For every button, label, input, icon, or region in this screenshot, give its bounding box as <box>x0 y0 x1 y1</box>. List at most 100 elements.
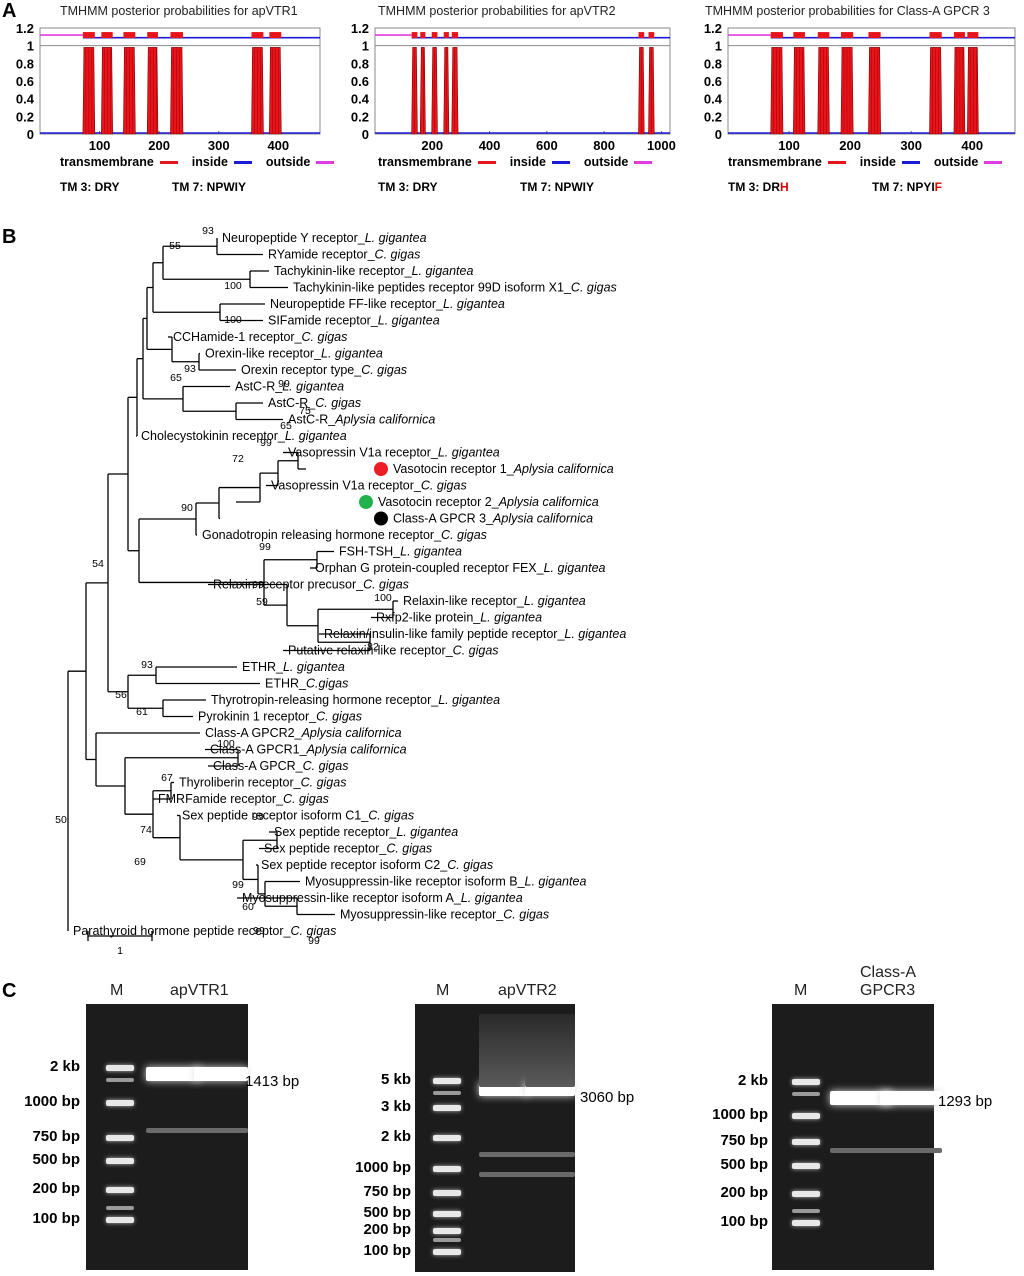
tree-tip-label: Pyrokinin 1 receptor_C. gigas <box>198 710 362 724</box>
tm-helix-bar <box>443 32 449 39</box>
ladder-size-label: 100 bp <box>32 1210 80 1227</box>
y-tick-label: 1 <box>27 39 34 54</box>
legend-inside-label: inside <box>859 155 896 169</box>
gel-image-apvtr2 <box>415 1004 575 1272</box>
faint-band <box>525 1152 575 1157</box>
legend-inside-label: inside <box>509 155 546 169</box>
gel2-sample-label: apVTR2 <box>498 982 557 999</box>
bootstrap-value: 93 <box>202 225 214 237</box>
bootstrap-value: 93 <box>141 659 153 671</box>
motif-tm7-gpcr3: TM 7: NPYIF <box>872 180 942 194</box>
tree-tip-label: Sex peptide receptor isoform C2_C. gigas <box>261 858 493 872</box>
x-tick-label: 400 <box>961 138 983 153</box>
ladder-size-label: 2 kb <box>49 1058 80 1075</box>
x-tick-label: 200 <box>148 138 170 153</box>
panel-label-a: A <box>2 0 17 22</box>
ladder-band <box>433 1105 461 1111</box>
tree-tip-label: Myosuppressin-like receptor_C. gigas <box>340 908 549 922</box>
ladder-band-faint <box>433 1238 461 1242</box>
motif-tm3-apvtr1: TM 3: DRY <box>60 180 120 194</box>
panel-label-c: C <box>2 980 17 1002</box>
tree-tip-label: Relaxin receptor precusor_C. gigas <box>213 578 409 592</box>
ladder-size-label: 2 kb <box>737 1072 768 1089</box>
taxon-name: Relaxin receptor precusor_C. gigas <box>213 578 409 592</box>
ladder-band <box>433 1249 461 1255</box>
ladder-size-label: 750 bp <box>720 1132 768 1149</box>
taxon-name: Class-A GPCR2_Aplysia californica <box>205 726 402 740</box>
ladder-size-label: 100 bp <box>363 1242 411 1259</box>
taxon-name: Neuropeptide Y receptor_L. gigantea <box>222 231 427 245</box>
legend-transmembrane-swatch <box>477 161 496 165</box>
taxon-name: Thyroliberin receptor_C. gigas <box>179 776 346 790</box>
x-tick-label: 200 <box>839 138 861 153</box>
tree-tip-label: Class-A GPCR2_Aplysia californica <box>205 726 402 740</box>
taxon-name: FMRFamide receptor_C. gigas <box>158 792 329 806</box>
ladder-size-label: 1000 bp <box>24 1093 80 1110</box>
gel1-product-size: 1413 bp <box>245 1073 300 1090</box>
taxon-name: Class-A GPCR_C. gigas <box>213 759 348 773</box>
legend-inside-label: inside <box>191 155 228 169</box>
ladder-band <box>792 1113 820 1119</box>
faint-band <box>880 1148 942 1153</box>
taxon-name: Rxfp2-like protein_L. gigantea <box>376 611 542 625</box>
gel3-product-size: 1293 bp <box>938 1093 993 1110</box>
ladder-band <box>433 1190 461 1196</box>
tree-tip-label: Tachykinin-like receptor_L. gigantea <box>274 264 473 278</box>
y-tick-label: 0 <box>362 127 369 142</box>
tree-tip-label: Vasopressin V1a receptor_C. gigas <box>271 479 467 493</box>
taxon-name: Tachykinin-like peptides receptor 99D is… <box>293 281 617 295</box>
taxon-name: AstC-R_C. gigas <box>268 396 361 410</box>
tree-tip-label: Orphan G protein-coupled receptor FEX_L.… <box>315 561 606 575</box>
bootstrap-value: 54 <box>92 558 104 570</box>
taxon-name: Sex peptide receptor_L. gigantea <box>274 825 458 839</box>
taxon-name: Sex peptide receptor isoform C2_C. gigas <box>261 858 493 872</box>
faint-band <box>830 1148 892 1153</box>
bootstrap-value: 67 <box>161 772 173 784</box>
gel2-product-size: 3060 bp <box>580 1089 635 1106</box>
faint-band <box>194 1128 248 1133</box>
ladder-size-label: 1000 bp <box>712 1106 768 1123</box>
tree-tip-label: AstC-R_C. gigas <box>268 396 361 410</box>
bootstrap-value: 99 <box>308 935 320 947</box>
tm-helix-bar <box>269 32 282 39</box>
tree-tip-label: Cholecystokinin receptor_L. gigantea <box>141 429 347 443</box>
bootstrap-value: 93 <box>184 363 196 375</box>
phylogenetic-tree: Neuropeptide Y receptor_L. giganteaRYami… <box>55 225 626 957</box>
bootstrap-value: 74 <box>140 824 152 836</box>
y-tick-label: 0.6 <box>704 74 722 89</box>
x-tick-label: 600 <box>536 138 558 153</box>
bootstrap-value: 59 <box>256 596 268 608</box>
tm-helix-area <box>170 47 184 135</box>
tree-tip-label: Relaxin-like receptor_L. gigantea <box>403 594 586 608</box>
bootstrap-value: 99 <box>259 541 271 553</box>
pcr-product-band <box>146 1067 200 1081</box>
tree-tip-label: AstC-R_L. gigantea <box>235 380 344 394</box>
tm-helix-bar <box>840 32 854 39</box>
taxon-name: RYamide receptor_C. gigas <box>268 248 420 262</box>
tree-tip-label: ETHR_L. gigantea <box>242 660 345 674</box>
x-tick-label: 400 <box>479 138 501 153</box>
legend-inside-swatch <box>901 161 920 165</box>
tm-helix-area <box>419 47 426 135</box>
pcr-product-band <box>880 1091 942 1105</box>
legend-outside-label: outside <box>265 155 311 169</box>
ladder-band <box>792 1139 820 1145</box>
tmhmm-title-gpcr3: TMHMM posterior probabilities for Class-… <box>705 4 990 18</box>
y-tick-label: 1.2 <box>16 21 34 36</box>
taxon-name: Orexin-like receptor_L. gigantea <box>205 347 383 361</box>
y-tick-label: 1.2 <box>704 21 722 36</box>
tree-tip-label: RYamide receptor_C. gigas <box>268 248 420 262</box>
taxon-name: Orphan G protein-coupled receptor FEX_L.… <box>315 561 606 575</box>
gel3-sample-line2: GPCR3 <box>860 982 916 999</box>
bootstrap-value: 100 <box>224 314 242 326</box>
y-tick-label: 0.4 <box>704 92 723 107</box>
tree-tip-label: Neuropeptide Y receptor_L. gigantea <box>222 231 427 245</box>
bootstrap-value: 99 <box>278 378 290 390</box>
legend-transmembrane-swatch <box>159 161 178 165</box>
legend-transmembrane-swatch <box>827 161 846 165</box>
bootstrap-value: 69 <box>134 856 146 868</box>
tm-helix-area <box>953 47 966 135</box>
taxon-name: Pyrokinin 1 receptor_C. gigas <box>198 710 362 724</box>
